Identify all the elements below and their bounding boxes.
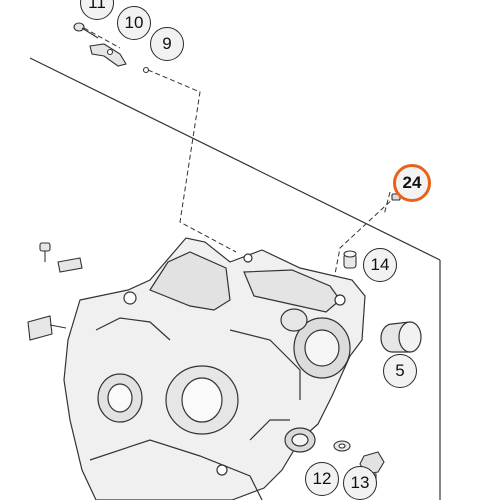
frame-lines — [29, 57, 441, 500]
callout-12[interactable]: 12 — [305, 462, 339, 496]
leader-lines — [83, 27, 397, 301]
crankcase-body — [63, 237, 366, 500]
bracket-part-9 — [89, 43, 150, 74]
callout-13[interactable]: 13 — [343, 466, 377, 500]
screw-left-upper — [39, 242, 83, 273]
callout-9[interactable]: 9 — [150, 27, 184, 61]
callout-24[interactable]: 24 — [393, 164, 431, 202]
washer-12 — [333, 440, 351, 452]
callout-10[interactable]: 10 — [117, 6, 151, 40]
callout-5[interactable]: 5 — [383, 354, 417, 388]
screw-left-lower — [27, 315, 67, 341]
callout-14[interactable]: 14 — [363, 248, 397, 282]
bushing-5 — [380, 321, 422, 353]
screw-part-10 — [73, 22, 99, 39]
dowel-pin-14 — [343, 250, 357, 269]
